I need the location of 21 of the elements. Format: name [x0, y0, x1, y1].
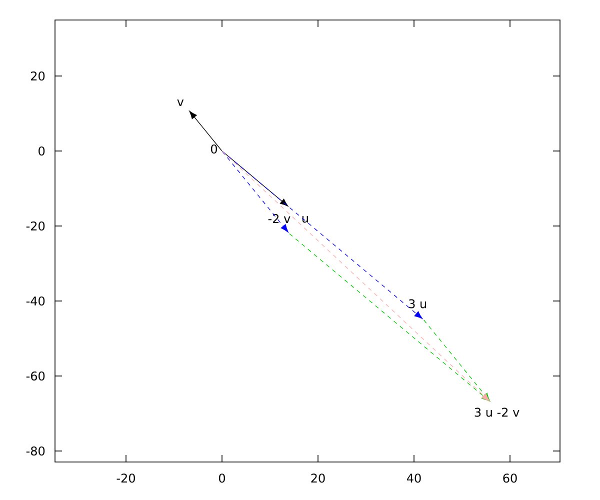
tick-label: -20: [116, 474, 135, 483]
point-label: u: [302, 216, 308, 223]
point-label: v: [177, 99, 184, 106]
vector-arrow: [222, 150, 423, 319]
tick-label: 40: [406, 474, 421, 483]
tick-label: 60: [503, 474, 517, 483]
tick-label: -40: [26, 296, 45, 306]
vector-arrow: [222, 150, 288, 232]
tick-label: 20: [31, 71, 45, 81]
tick-label: -20: [26, 221, 45, 231]
tick-label: 0: [38, 146, 45, 156]
tick-label: -60: [26, 371, 45, 381]
point-label: 3 u: [409, 299, 426, 308]
tick-label: 0: [218, 474, 226, 483]
tick-label: 20: [311, 474, 325, 483]
point-label: 0: [210, 144, 218, 154]
vector-arrow: [189, 110, 222, 152]
point-label: 3 u -2 v: [474, 408, 520, 417]
point-label: -2 v: [268, 214, 290, 223]
vector-arrow: [222, 150, 490, 402]
tick-label: -80: [26, 446, 45, 456]
